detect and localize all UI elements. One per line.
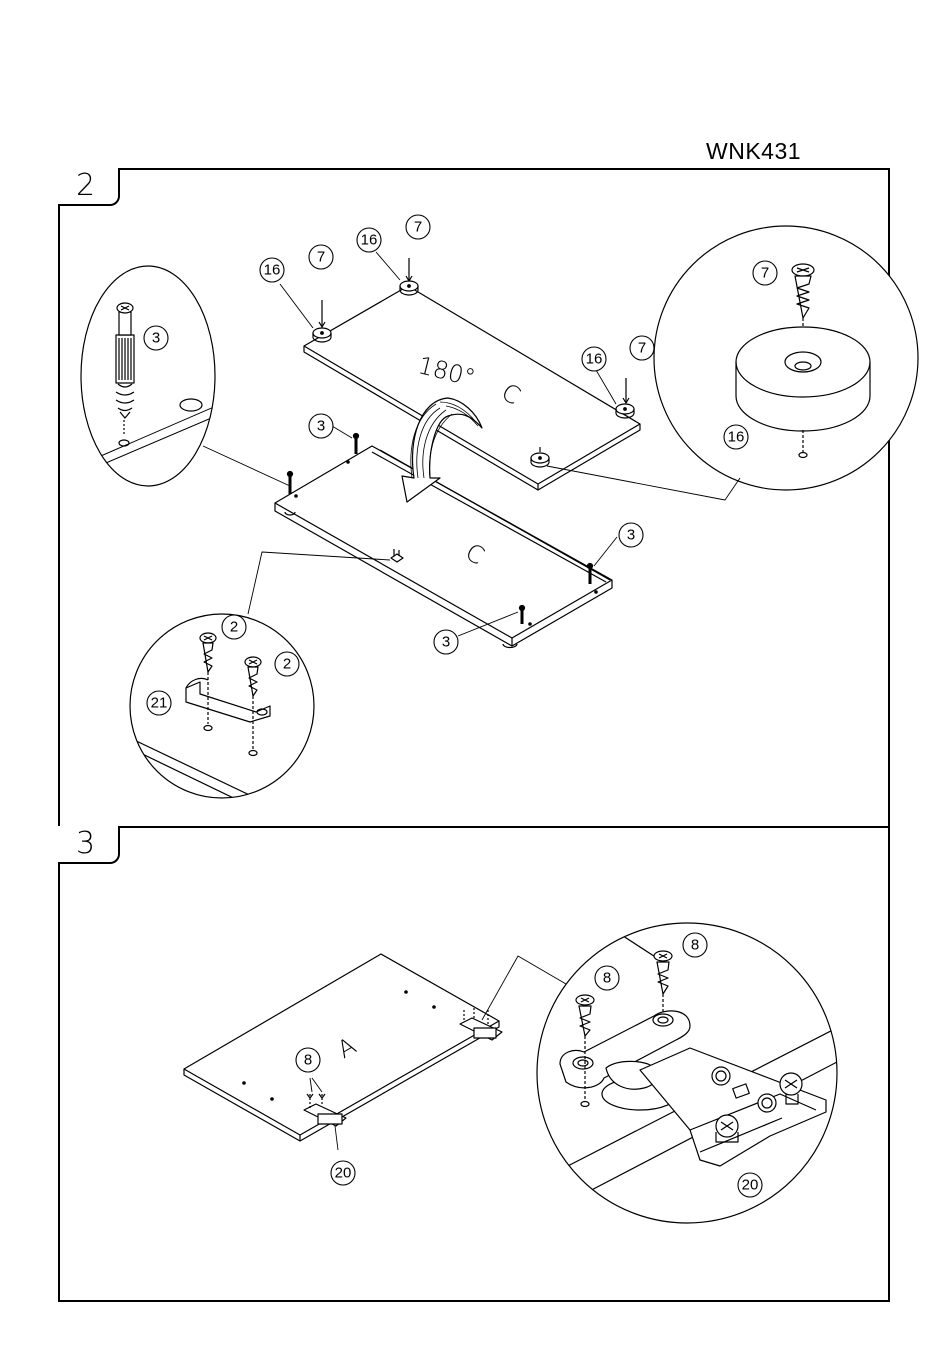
callout-8: 8 (304, 1052, 312, 1069)
callout-2: 2 (283, 656, 291, 673)
callout-16: 16 (586, 351, 603, 368)
callout-3: 3 (152, 330, 160, 347)
callout-7: 7 (414, 219, 422, 236)
callout-8: 8 (691, 937, 699, 954)
callout-7: 7 (638, 340, 646, 357)
callout-3: 3 (317, 418, 325, 435)
callout-7: 7 (317, 249, 325, 266)
callout-20: 20 (742, 1177, 759, 1194)
foot-glide (616, 378, 634, 418)
callout-7: 7 (761, 265, 769, 282)
callout-21: 21 (151, 695, 168, 712)
callout-8: 8 (603, 970, 611, 987)
callout-16: 16 (728, 429, 745, 446)
callout-20: 20 (335, 1165, 352, 1182)
callout-16: 16 (361, 232, 378, 249)
callout-2: 2 (230, 619, 238, 636)
foot-glide (400, 258, 418, 295)
callout-3: 3 (627, 527, 635, 544)
bracket-detail-view (130, 552, 390, 806)
foot-glide (313, 300, 331, 342)
dowel-detail-view (80, 266, 290, 486)
hinge-detail-view (537, 923, 860, 1223)
callout-16: 16 (264, 262, 281, 279)
callout-3: 3 (442, 634, 450, 651)
